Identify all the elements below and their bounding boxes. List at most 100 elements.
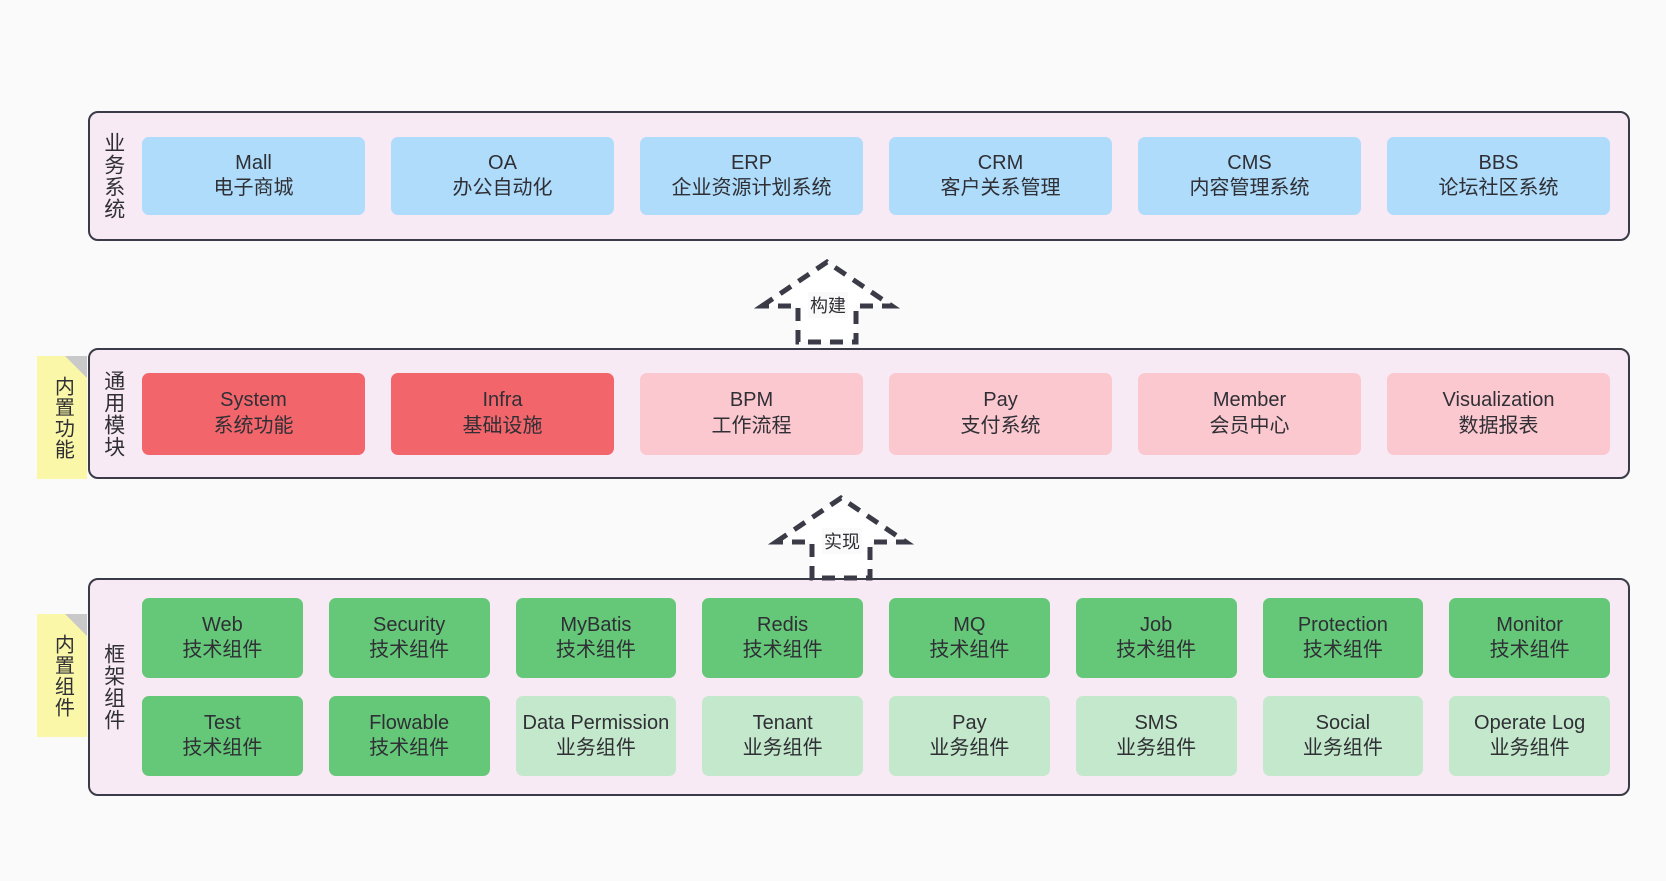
layer-business-system: 业务系统 Mall 电子商城 OA 办公自动化 ERP 企业资源计划系统 CRM… xyxy=(88,111,1630,241)
note-builtin-components: 内置组件 xyxy=(37,614,87,737)
card-title: System xyxy=(220,389,287,412)
card-subtitle: 业务组件 xyxy=(1116,737,1197,759)
card-title: Infra xyxy=(482,389,523,412)
card-title: MyBatis xyxy=(560,613,632,636)
card-subtitle: 技术组件 xyxy=(742,639,823,661)
card-subtitle: 业务组件 xyxy=(742,737,823,759)
card-title: Pay xyxy=(983,389,1018,412)
card-title: Job xyxy=(1140,613,1173,636)
card-bpm[interactable]: BPM 工作流程 xyxy=(640,372,863,455)
note-fold-corner-icon xyxy=(65,356,87,378)
card-social[interactable]: Social 业务组件 xyxy=(1262,696,1424,776)
card-subtitle: 技术组件 xyxy=(929,639,1010,661)
card-subtitle: 业务组件 xyxy=(1302,737,1383,759)
card-title: Mall xyxy=(235,151,272,174)
layer-business-body: Mall 电子商城 OA 办公自动化 ERP 企业资源计划系统 CRM 客户关系… xyxy=(136,113,1628,239)
card-mq[interactable]: MQ 技术组件 xyxy=(889,598,1050,678)
card-mybatis[interactable]: MyBatis 技术组件 xyxy=(515,598,677,678)
connector-implement-label: 实现 xyxy=(822,528,862,554)
card-pay-component[interactable]: Pay 业务组件 xyxy=(889,696,1050,776)
card-security[interactable]: Security 技术组件 xyxy=(328,598,490,678)
card-subtitle: 技术组件 xyxy=(369,639,450,661)
card-title: Tenant xyxy=(752,711,813,734)
card-title: Security xyxy=(373,613,446,636)
card-title: Monitor xyxy=(1496,613,1563,636)
layer-business-title: 业务系统 xyxy=(101,132,125,220)
layer-business-row-1: Mall 电子商城 OA 办公自动化 ERP 企业资源计划系统 CRM 客户关系… xyxy=(142,137,1610,215)
card-title: Pay xyxy=(952,711,987,734)
layer-framework-body: Web 技术组件 Security 技术组件 MyBatis 技术组件 Redi… xyxy=(136,580,1628,794)
card-title: Web xyxy=(201,613,243,636)
card-subtitle: 技术组件 xyxy=(555,639,636,661)
card-subtitle: 内容管理系统 xyxy=(1189,177,1310,199)
layer-framework-row-2: Test 技术组件 Flowable 技术组件 Data Permission … xyxy=(142,696,1610,776)
card-job[interactable]: Job 技术组件 xyxy=(1075,598,1237,678)
card-visualization[interactable]: Visualization 数据报表 xyxy=(1387,372,1610,455)
card-member[interactable]: Member 会员中心 xyxy=(1138,372,1361,455)
card-protection[interactable]: Protection 技术组件 xyxy=(1262,598,1424,678)
card-pay-module[interactable]: Pay 支付系统 xyxy=(889,372,1112,455)
card-bbs[interactable]: BBS 论坛社区系统 xyxy=(1387,137,1610,215)
layer-framework-row-1: Web 技术组件 Security 技术组件 MyBatis 技术组件 Redi… xyxy=(142,598,1610,678)
card-title: Member xyxy=(1212,389,1287,412)
layer-modules-title: 通用模块 xyxy=(101,369,125,458)
card-test[interactable]: Test 技术组件 xyxy=(142,696,303,776)
card-title: ERP xyxy=(730,151,773,174)
card-title: CMS xyxy=(1227,151,1272,174)
card-web[interactable]: Web 技术组件 xyxy=(142,598,303,678)
card-title: Flowable xyxy=(369,711,450,734)
card-system[interactable]: System 系统功能 xyxy=(142,372,365,455)
card-title: MQ xyxy=(953,613,986,636)
card-subtitle: 工作流程 xyxy=(711,414,792,437)
card-title: Data Permission xyxy=(522,711,670,734)
card-redis[interactable]: Redis 技术组件 xyxy=(702,598,863,678)
card-subtitle: 业务组件 xyxy=(1489,737,1570,759)
card-title: BBS xyxy=(1478,151,1519,174)
card-title: Redis xyxy=(757,613,809,636)
card-subtitle: 论坛社区系统 xyxy=(1438,177,1559,199)
card-oa[interactable]: OA 办公自动化 xyxy=(391,137,614,215)
layer-modules-body: System 系统功能 Infra 基础设施 BPM 工作流程 Pay 支付系统… xyxy=(136,350,1628,477)
card-subtitle: 技术组件 xyxy=(1116,639,1197,661)
note-label: 内置功能 xyxy=(51,375,74,460)
note-fold-corner-icon xyxy=(65,614,87,636)
card-cms[interactable]: CMS 内容管理系统 xyxy=(1138,137,1361,215)
card-subtitle: 客户关系管理 xyxy=(940,177,1061,199)
card-mall[interactable]: Mall 电子商城 xyxy=(142,137,365,215)
card-tenant[interactable]: Tenant 业务组件 xyxy=(702,696,863,776)
connector-build-label: 构建 xyxy=(808,292,848,318)
card-data-permission[interactable]: Data Permission 业务组件 xyxy=(515,696,677,776)
card-subtitle: 电子商城 xyxy=(213,177,294,199)
card-subtitle: 技术组件 xyxy=(182,639,263,661)
card-title: CRM xyxy=(977,151,1024,174)
card-crm[interactable]: CRM 客户关系管理 xyxy=(889,137,1112,215)
card-subtitle: 技术组件 xyxy=(1302,639,1383,661)
card-infra[interactable]: Infra 基础设施 xyxy=(391,372,614,455)
card-title: SMS xyxy=(1134,711,1178,734)
card-title: Operate Log xyxy=(1474,711,1586,734)
card-subtitle: 会员中心 xyxy=(1209,414,1290,437)
layer-modules-row-1: System 系统功能 Infra 基础设施 BPM 工作流程 Pay 支付系统… xyxy=(142,372,1610,455)
card-sms[interactable]: SMS 业务组件 xyxy=(1075,696,1237,776)
card-subtitle: 企业资源计划系统 xyxy=(671,177,832,199)
layer-framework-title: 框架组件 xyxy=(101,643,125,731)
card-title: Social xyxy=(1315,711,1371,734)
note-label: 内置组件 xyxy=(51,633,74,718)
card-subtitle: 技术组件 xyxy=(369,737,450,759)
card-subtitle: 基础设施 xyxy=(462,414,543,437)
card-erp[interactable]: ERP 企业资源计划系统 xyxy=(640,137,863,215)
card-subtitle: 技术组件 xyxy=(1489,639,1570,661)
card-title: BPM xyxy=(729,389,774,412)
card-subtitle: 业务组件 xyxy=(555,737,636,759)
card-monitor[interactable]: Monitor 技术组件 xyxy=(1449,598,1610,678)
card-flowable[interactable]: Flowable 技术组件 xyxy=(328,696,490,776)
layer-framework-components: 框架组件 Web 技术组件 Security 技术组件 MyBatis 技术组件… xyxy=(88,578,1630,796)
note-builtin-functions: 内置功能 xyxy=(37,356,87,479)
card-title: Protection xyxy=(1297,613,1388,636)
card-title: OA xyxy=(488,151,517,174)
card-operate-log[interactable]: Operate Log 业务组件 xyxy=(1449,696,1610,776)
card-title: Visualization xyxy=(1442,389,1555,412)
card-subtitle: 办公自动化 xyxy=(452,177,553,199)
layer-common-modules: 通用模块 System 系统功能 Infra 基础设施 BPM 工作流程 Pay… xyxy=(88,348,1630,479)
